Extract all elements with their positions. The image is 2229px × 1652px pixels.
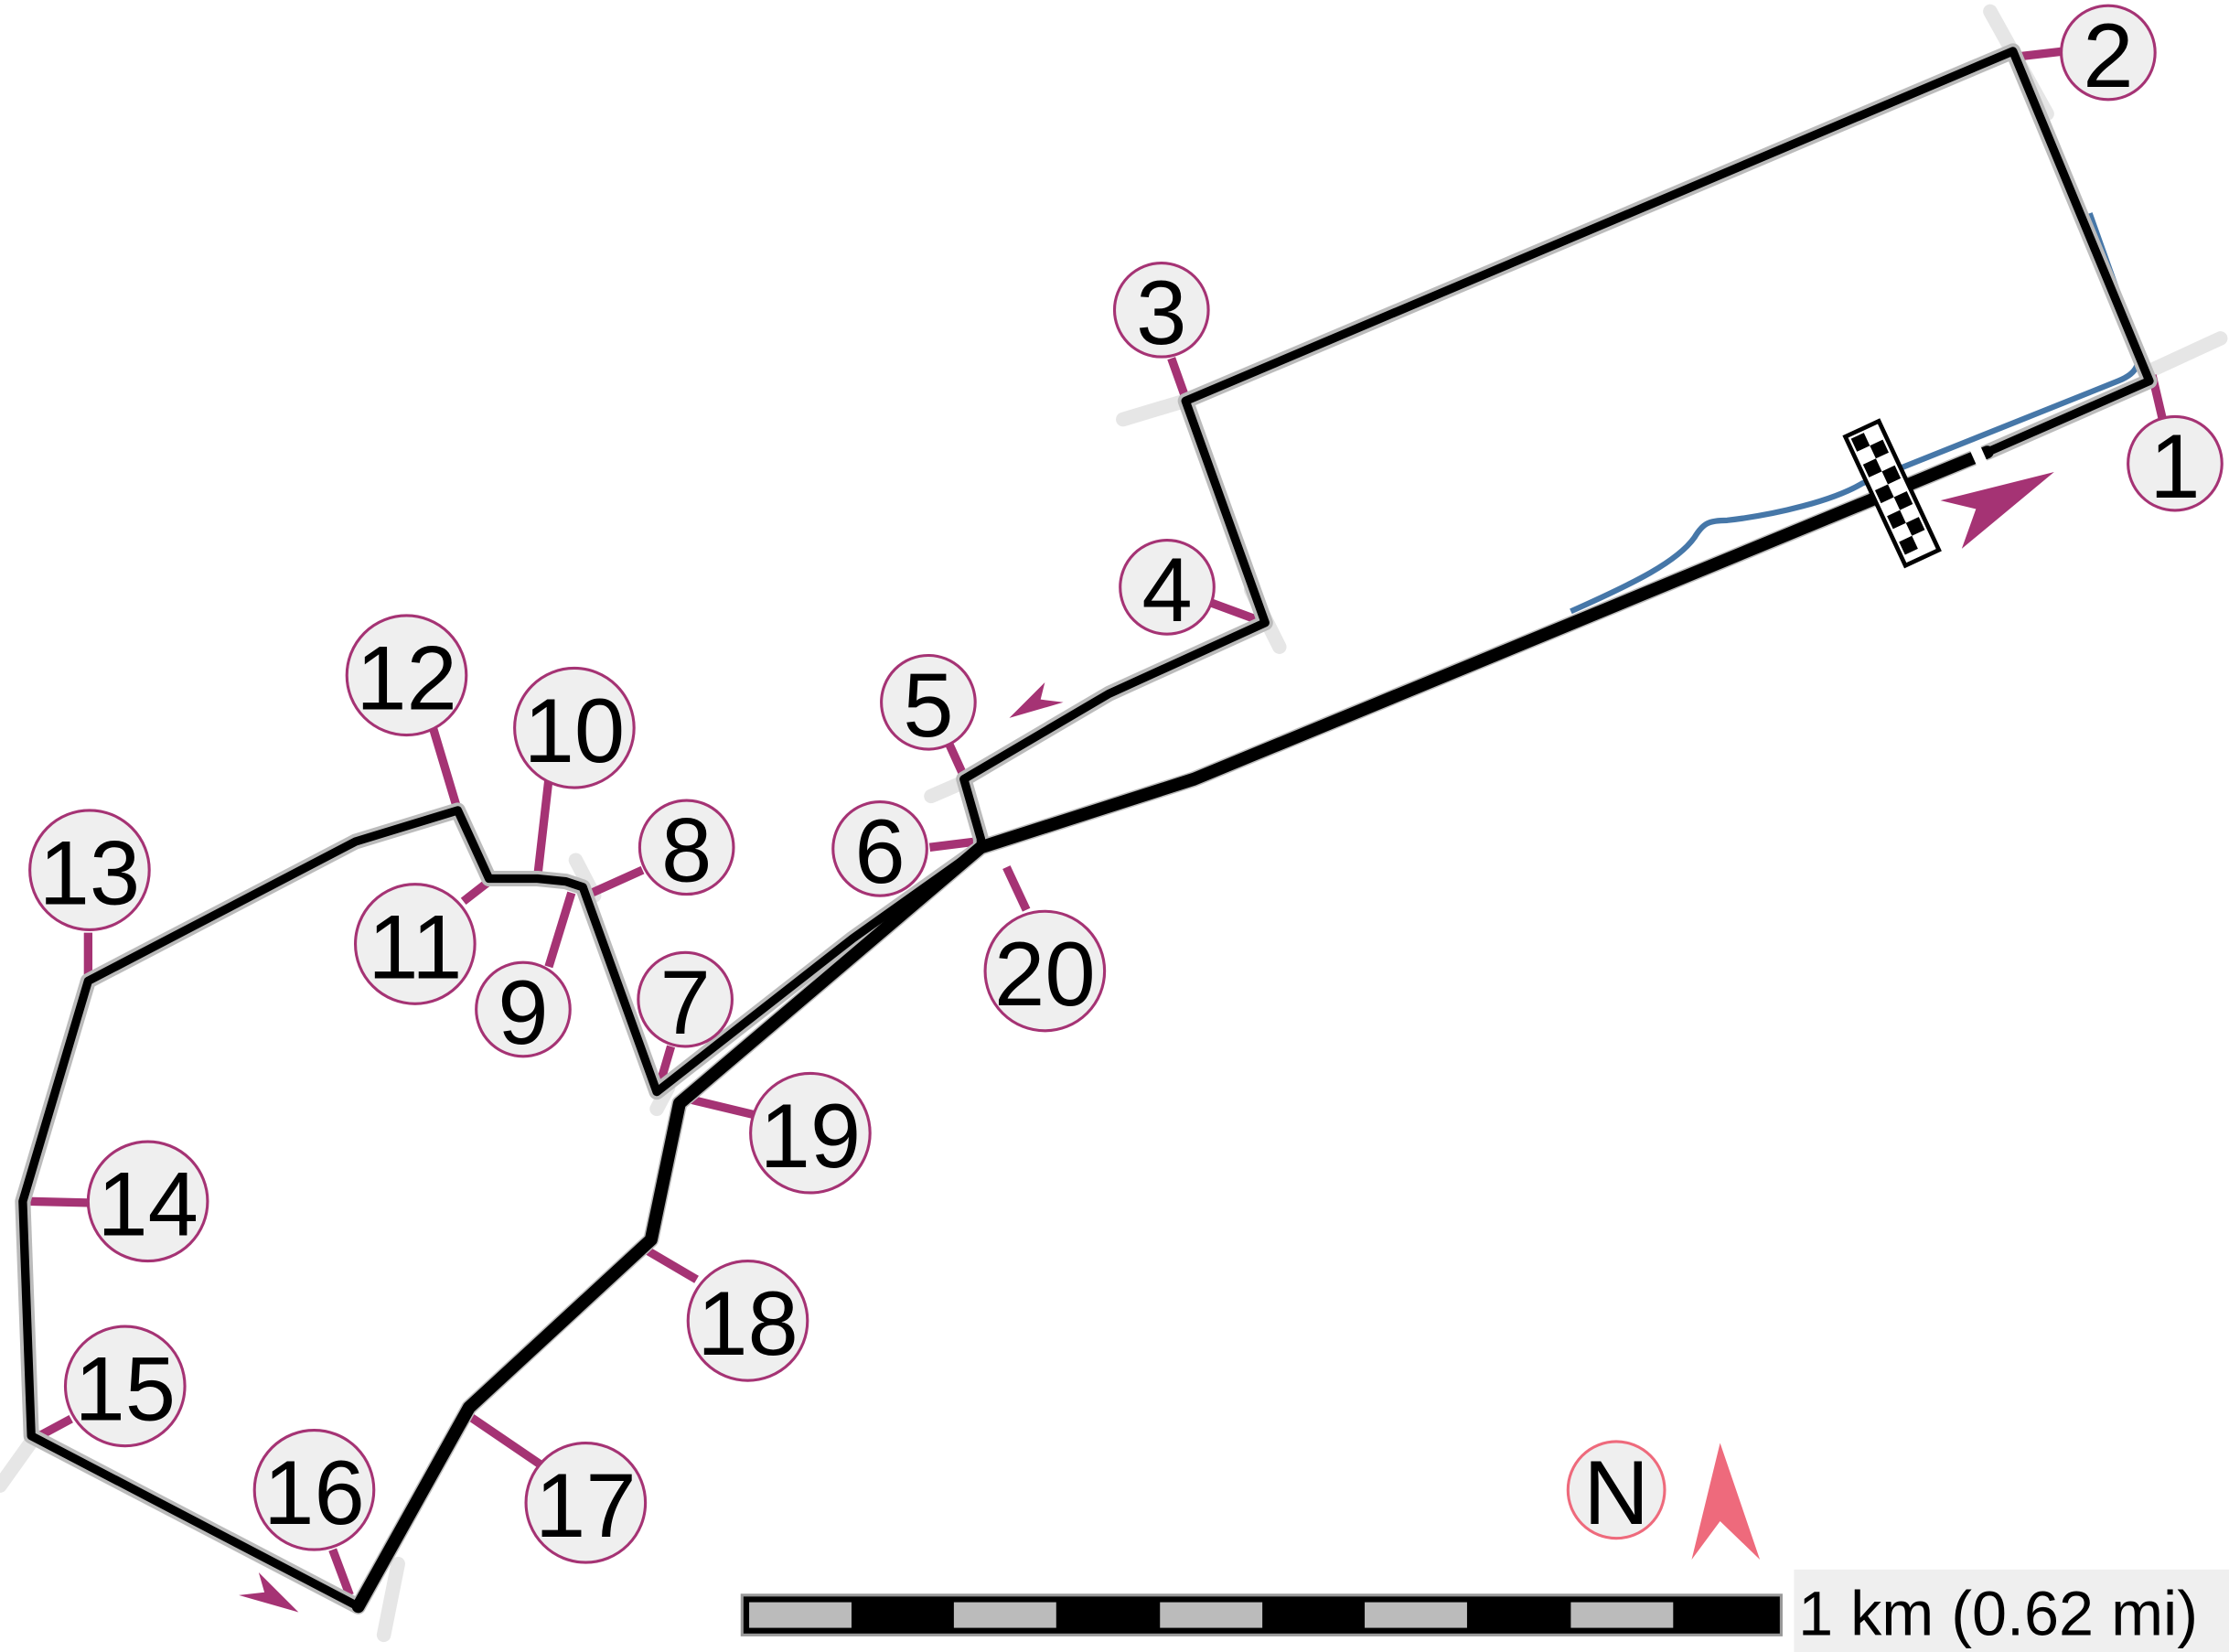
corner-number: 20 — [994, 924, 1096, 1025]
corner-badge: 9 — [475, 960, 572, 1064]
corner-number: 3 — [1136, 263, 1186, 364]
corner-lines — [27, 47, 2169, 1597]
corner-circle — [1112, 261, 1210, 359]
runoff-mark — [2139, 331, 2228, 380]
corner-number: 10 — [524, 681, 626, 782]
corner-badge: 7 — [637, 950, 734, 1054]
corner-circle — [252, 1428, 376, 1551]
runoff-mark — [0, 1428, 43, 1493]
corner-number: 19 — [760, 1086, 862, 1187]
corner-marker-line — [328, 1548, 354, 1597]
corner-number: 4 — [1141, 540, 1192, 641]
svg-text:N: N — [1583, 1443, 1649, 1544]
corner-circle — [345, 614, 468, 737]
corner-circle — [831, 800, 928, 897]
track-outline — [15, 43, 2158, 1614]
corner-number: 15 — [74, 1339, 176, 1441]
corner-badge: 2 — [2060, 4, 2157, 107]
corner-marker-line — [27, 1196, 89, 1207]
corner-circle — [86, 1140, 209, 1263]
corner-circle — [524, 1441, 648, 1564]
corner-marker-line — [428, 724, 462, 812]
corner-marker-line — [544, 891, 576, 969]
corner-circle — [686, 1260, 809, 1382]
corner-number: 14 — [97, 1154, 198, 1256]
corner-circle — [513, 666, 636, 789]
corner-number: 11 — [368, 896, 462, 998]
corner-badge: 14 — [86, 1140, 209, 1263]
corner-marker-line — [928, 837, 976, 852]
direction-arrow-icon — [1009, 682, 1064, 718]
corner-circle — [353, 883, 477, 1005]
corner-marker-line — [2015, 47, 2065, 61]
corner-circle — [638, 799, 735, 896]
corner-circle — [637, 950, 734, 1048]
corner-badge: 4 — [1119, 539, 1216, 641]
corner-number: 13 — [39, 822, 141, 924]
corner-circle — [2060, 4, 2157, 102]
direction-arrow-icon — [1940, 472, 2054, 549]
corner-number: 6 — [854, 801, 905, 903]
corner-circle — [983, 909, 1107, 1033]
corner-circle — [28, 809, 151, 932]
track-wide-section — [351, 445, 1994, 1614]
corner-number: 8 — [661, 800, 712, 902]
corner-number: 7 — [659, 952, 710, 1054]
corner-circle — [1119, 539, 1216, 636]
corner-marker-line — [1167, 357, 1190, 400]
corner-badge: 19 — [749, 1071, 872, 1195]
corner-badges: 1 2 3 4 5 6 7 8 9 10 11 12 13 14 15 16 1… — [28, 4, 2224, 1564]
corner-badge: 6 — [831, 800, 928, 903]
corner-badge: 1 — [2127, 414, 2224, 518]
start-gap — [1969, 445, 1988, 468]
corner-badge: 17 — [524, 1441, 648, 1564]
corner-number: 1 — [2149, 416, 2200, 518]
north-arrow-icon — [1691, 1443, 1761, 1560]
corner-number: 2 — [2083, 5, 2133, 107]
corner-marker-line — [646, 1247, 699, 1283]
corner-badge: 20 — [983, 909, 1107, 1033]
north-indicator: N — [1566, 1440, 1761, 1560]
direction-arrow-icon — [239, 1572, 299, 1613]
corner-badge: 13 — [28, 809, 151, 932]
corner-number: 5 — [903, 655, 953, 756]
corner-badge: 3 — [1112, 261, 1210, 364]
corner-badge: 10 — [513, 666, 636, 789]
corner-badge: 12 — [345, 614, 468, 737]
corner-marker-line — [466, 1412, 543, 1468]
track — [15, 43, 2158, 1614]
corner-marker-line — [1002, 865, 1031, 912]
scale-bar: 1 km (0.62 mi) — [740, 1569, 2229, 1652]
runoff-mark — [376, 1556, 405, 1643]
corner-circle — [2127, 414, 2224, 512]
corner-badge: 15 — [63, 1325, 187, 1448]
track-racing-line — [18, 47, 2154, 1611]
corner-marker-line — [945, 743, 968, 778]
corner-badge: 5 — [880, 653, 977, 756]
corner-circle — [475, 960, 572, 1058]
corner-circle — [749, 1071, 872, 1195]
corner-number: 9 — [498, 962, 548, 1064]
corner-number: 16 — [263, 1443, 365, 1544]
corner-marker-line — [584, 865, 645, 900]
corner-circle — [63, 1325, 187, 1448]
scale-label: 1 km (0.62 mi) — [1798, 1579, 2198, 1648]
start-finish-line — [1842, 418, 1942, 569]
corner-badge: 18 — [686, 1260, 809, 1382]
pit-lane — [1570, 212, 2141, 615]
corner-number: 18 — [697, 1273, 798, 1375]
corner-badge: 11 — [353, 883, 477, 1005]
corner-number: 17 — [535, 1455, 637, 1557]
corner-circle — [880, 653, 977, 751]
corner-badge: 8 — [638, 799, 735, 902]
corner-number: 12 — [356, 628, 457, 730]
runoff-areas — [0, 4, 2228, 1643]
corner-badge: 16 — [252, 1428, 376, 1551]
corner-marker-line — [532, 778, 553, 880]
